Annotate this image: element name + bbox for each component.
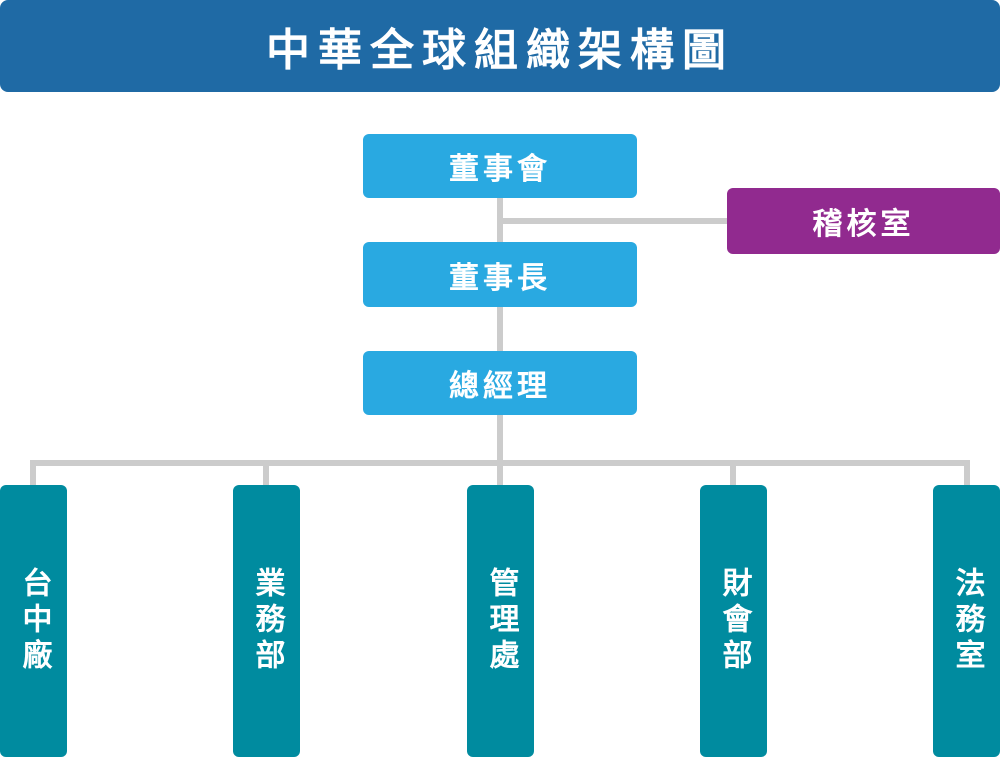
node-board-label: 董事會 — [449, 152, 551, 187]
node-dept-taichung-plant: 台中廠 — [0, 485, 67, 757]
node-board: 董事會 — [363, 134, 637, 198]
node-audit: 稽核室 — [727, 188, 1000, 254]
node-audit-label: 稽核室 — [812, 207, 915, 242]
dept-label: 管理處 — [483, 567, 519, 675]
chart-title: 中華全球組織架構圖 — [266, 25, 734, 76]
node-chairman-label: 董事長 — [449, 260, 551, 296]
node-chairman: 董事長 — [363, 242, 637, 307]
node-dept-management: 管理處 — [467, 485, 534, 757]
node-dept-legal: 法務室 — [933, 485, 1000, 757]
node-dept-sales: 業務部 — [233, 485, 300, 757]
dept-label: 法務室 — [949, 567, 985, 675]
dept-label: 台中廠 — [16, 567, 52, 675]
node-dept-finance: 財會部 — [700, 485, 767, 757]
node-general-manager: 總經理 — [363, 351, 637, 415]
dept-label: 財會部 — [716, 567, 752, 675]
dept-label: 業務部 — [249, 567, 285, 675]
node-general-manager-label: 總經理 — [449, 369, 551, 404]
title-bar: 中華全球組織架構圖 — [0, 0, 1000, 92]
